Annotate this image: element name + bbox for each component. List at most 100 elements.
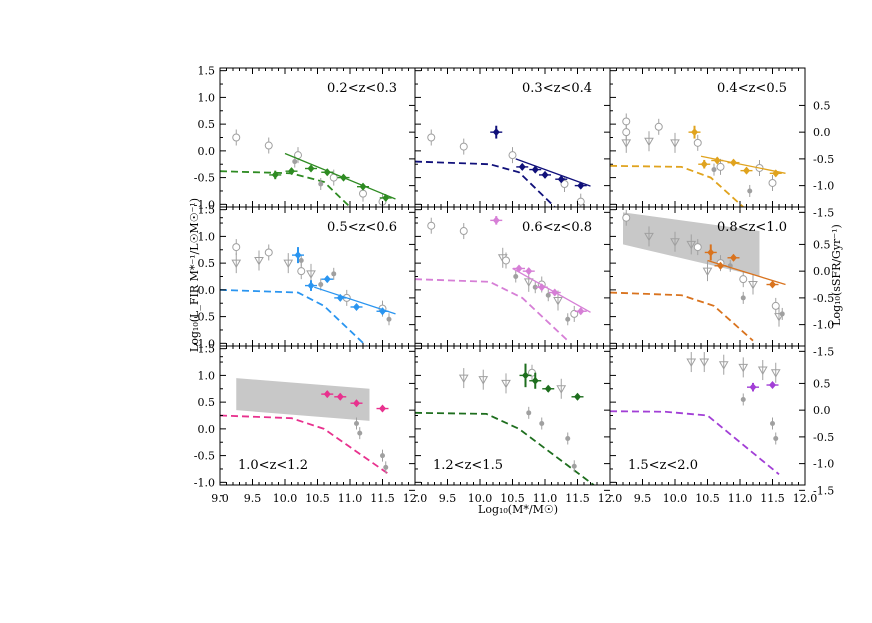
data-point [577, 181, 585, 190]
data-point [717, 261, 724, 270]
grey-open-circle [570, 309, 579, 318]
data-point [288, 167, 295, 176]
x-tick-label: 11.5 [760, 492, 785, 505]
data-point [336, 293, 344, 302]
grey-filled-point [565, 316, 571, 322]
data-point [538, 283, 546, 292]
panel-2: 0.3<z<0.4 [414, 67, 611, 219]
x-tick-label: 9.5 [439, 492, 457, 505]
y-tick-label-left: 1.0 [198, 230, 216, 243]
y-tick-label-left: 0.0 [198, 423, 216, 436]
grey-filled-point [532, 284, 538, 290]
grey-filled-point [318, 181, 324, 187]
axis-tick-labels: 1.51.00.50.0-0.5-1.00.50.0-0.5-1.0-1.51.… [194, 65, 834, 505]
grey-open-circle [576, 197, 585, 206]
panel-plot-area [220, 129, 396, 207]
grey-open-circle [264, 141, 273, 150]
y-tick-label-left: -1.0 [194, 337, 215, 350]
x-tick-label: 12.0 [598, 492, 623, 505]
grey-open-circle [502, 256, 510, 265]
grey-upper-limit-triangle [231, 259, 242, 269]
data-point [531, 376, 539, 385]
x-tick-label: 10.0 [663, 492, 688, 505]
x-tick-label: 11.0 [338, 492, 363, 505]
y-tick-label-right: -1.5 [813, 484, 834, 497]
grey-open-circle [459, 227, 468, 236]
panel-redshift-label: 0.5<z<0.6 [327, 220, 397, 235]
panel-1: 0.2<z<0.3 [219, 67, 416, 219]
data-point [353, 302, 360, 311]
data-point [307, 281, 315, 290]
grey-upper-limit-triangle [458, 374, 469, 384]
panel-redshift-label: 1.2<z<1.5 [433, 458, 503, 473]
y-tick-label-right: -0.5 [813, 153, 834, 166]
panel-plot-area [610, 209, 786, 342]
data-point [743, 166, 750, 175]
y-tick-label-left: 0.5 [198, 396, 216, 409]
grey-filled-point [298, 257, 304, 263]
grey-filled-point [539, 421, 545, 427]
data-point [518, 162, 526, 171]
y-tick-label-left: 1.5 [198, 65, 216, 78]
data-point [691, 128, 698, 137]
shaded-region [236, 378, 370, 421]
data-point [531, 165, 539, 174]
grey-upper-limit-triangle [644, 232, 654, 242]
panel-plot-area [415, 125, 591, 207]
grey-filled-point [711, 167, 717, 173]
data-point [353, 399, 360, 408]
y-tick-label-right: 0.0 [813, 126, 831, 139]
grey-filled-point [331, 271, 337, 277]
data-point [515, 264, 523, 273]
data-point [707, 248, 715, 257]
grey-open-circle [768, 178, 777, 187]
model-dashed-line [220, 170, 351, 207]
fit-line [512, 267, 591, 313]
x-tick-label: 10.5 [305, 492, 330, 505]
x-tick-label: 12.0 [403, 492, 428, 505]
grey-filled-point [357, 430, 363, 436]
y-tick-label-left: -1.0 [194, 476, 215, 489]
model-dashed-line [220, 414, 390, 476]
panel-plot-area [220, 239, 396, 346]
panel-8: 1.2<z<1.5 [414, 345, 611, 497]
grey-open-circle [427, 221, 436, 230]
model-dashed-line [610, 410, 780, 476]
grey-open-circle [508, 151, 517, 160]
y-axis-title-left: Log₁₀(L_FIR M*⁻¹/L☉M☉⁻¹) [188, 198, 201, 352]
x-tick-label: 11.0 [728, 492, 753, 505]
model-dashed-line [415, 160, 556, 207]
x-tick-label: 9.5 [634, 492, 652, 505]
data-point [713, 156, 721, 165]
y-tick-label-right: 0.0 [813, 265, 831, 278]
y-tick-label-left: 0.0 [198, 284, 216, 297]
grey-open-circle [427, 133, 436, 142]
grey-upper-limit-triangle [699, 358, 710, 368]
model-dashed-line [220, 288, 367, 346]
grey-open-circle [232, 133, 241, 142]
data-point [700, 160, 708, 169]
data-point [525, 267, 533, 276]
data-point [492, 128, 500, 137]
y-tick-label-right: -1.5 [813, 206, 834, 219]
y-axis-title-right: Log₁₀(sSFR/Gyr⁻¹) [830, 224, 843, 326]
x-tick-label: 9.0 [211, 492, 229, 505]
grey-upper-limit-triangle [774, 313, 784, 322]
grey-open-circle [622, 128, 631, 137]
data-point [359, 182, 367, 191]
y-tick-label-right: 0.5 [813, 99, 831, 112]
grey-filled-point [513, 274, 519, 279]
data-point [379, 404, 386, 413]
panel-redshift-label: 0.4<z<0.5 [717, 81, 787, 96]
y-tick-label-left: -1.0 [194, 198, 215, 211]
grey-open-circle [459, 142, 468, 151]
panel-redshift-label: 1.5<z<2.0 [628, 458, 698, 473]
panel-7: 1.0<z<1.2 [219, 345, 416, 497]
panel-redshift-label: 1.0<z<1.2 [238, 458, 308, 473]
grey-filled-point [354, 421, 359, 427]
grey-open-circle [622, 117, 631, 126]
y-tick-label-left: 0.5 [198, 257, 216, 270]
data-point [730, 158, 737, 167]
